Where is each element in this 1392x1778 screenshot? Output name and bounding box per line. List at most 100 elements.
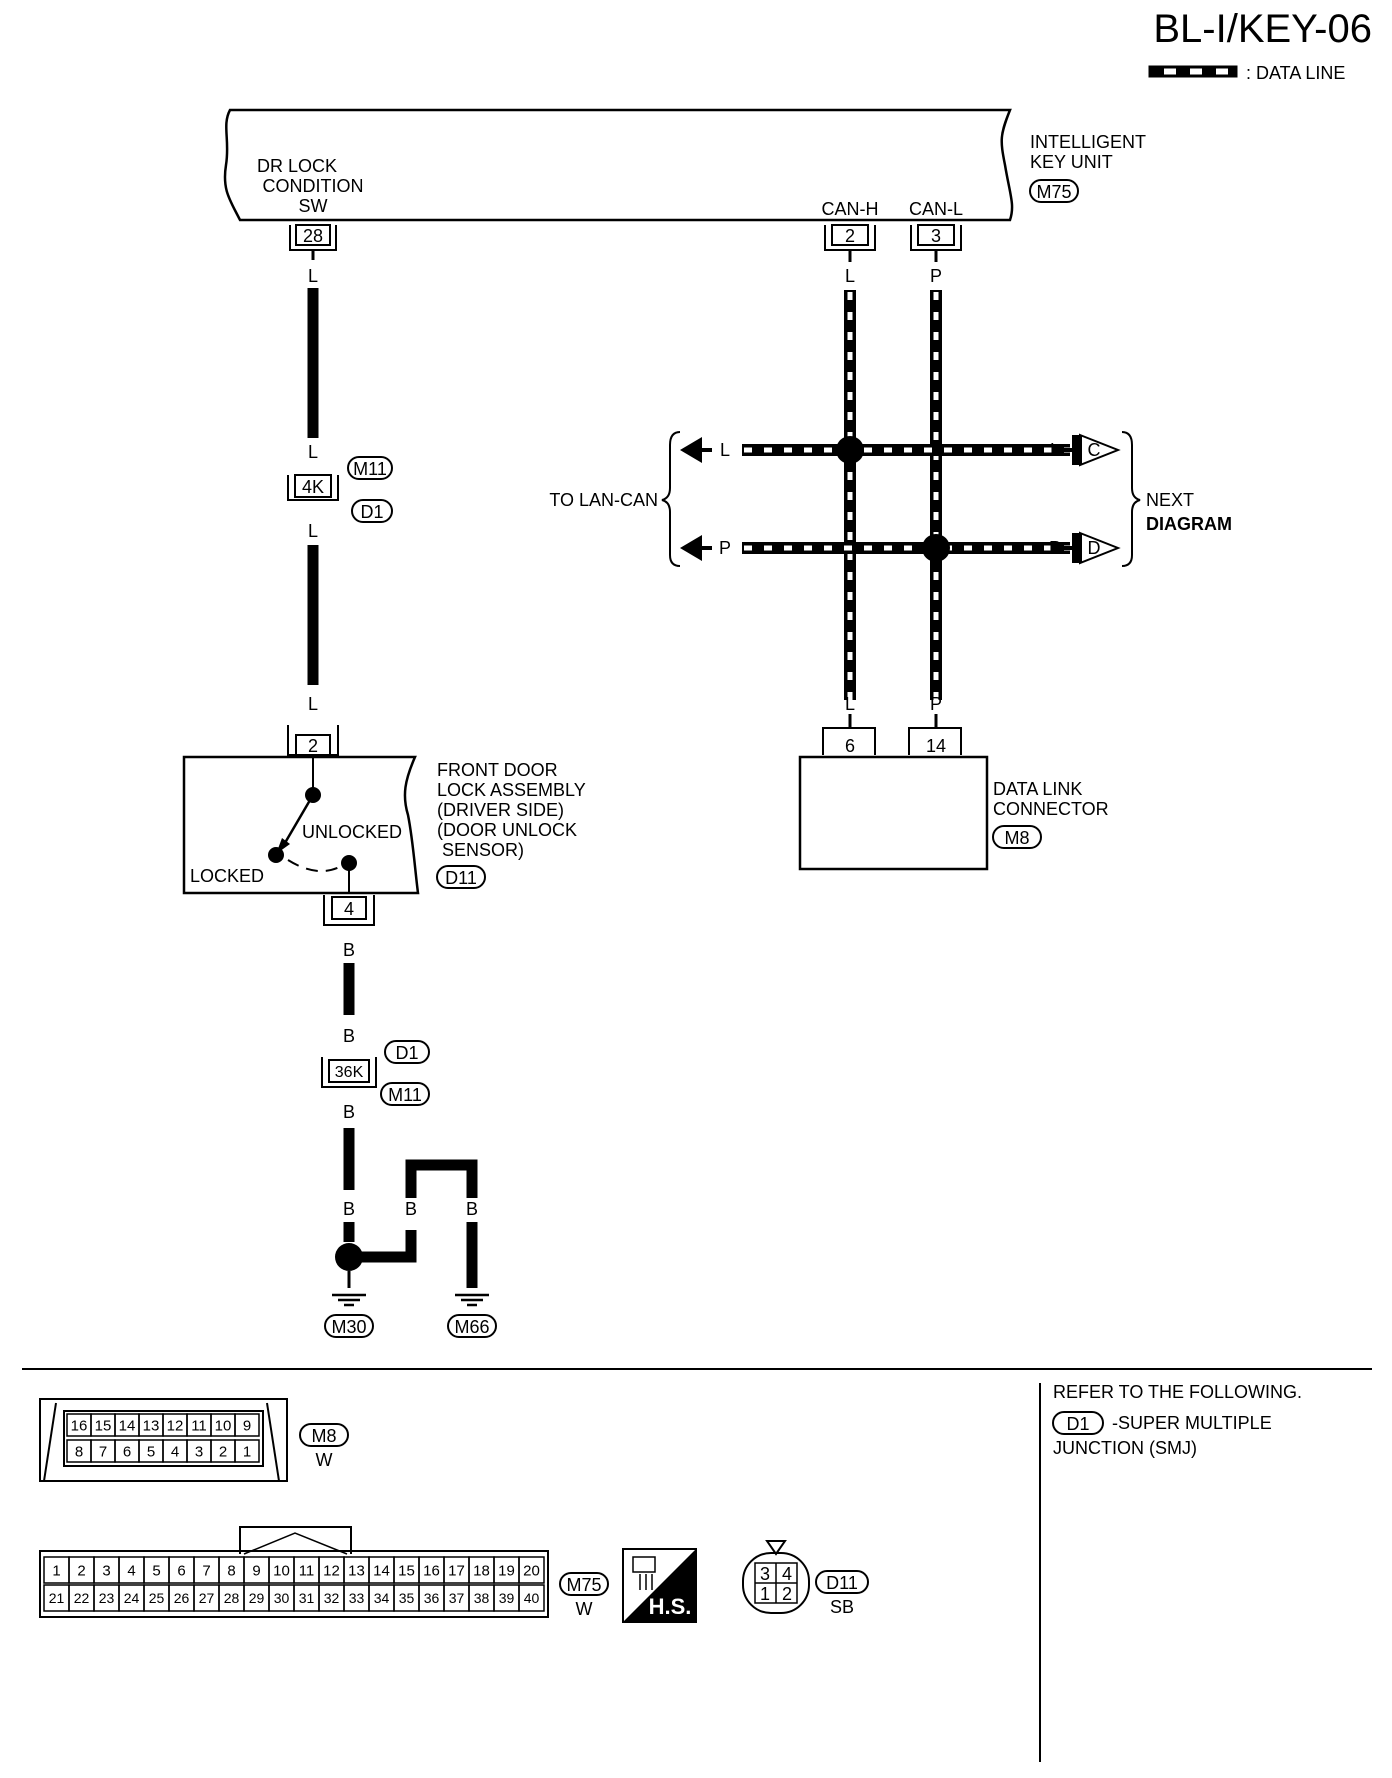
wire-color-l: L [845,694,855,714]
svg-text:3: 3 [931,226,941,246]
d11-view-tag [815,1570,869,1594]
door-lock-label-5: SENSOR) [442,840,524,860]
pin-number: 3 [195,1443,203,1460]
d11-tag [436,865,486,889]
pin-number: 20 [523,1562,540,1579]
junction-36k: 36K [321,1057,377,1088]
svg-text:L: L [1050,440,1060,460]
pin-number: 17 [448,1562,465,1579]
ground-symbol-m30 [330,1293,368,1307]
junction-4k: 4K [287,474,339,501]
wire-color-l: L [308,266,318,286]
svg-text:M8: M8 [311,1426,336,1446]
pin-number: 6 [123,1443,131,1460]
wire-color-b: B [343,940,355,960]
diagram-label: DIAGRAM [1146,514,1232,534]
m8-tag [992,825,1042,849]
unlocked-label: UNLOCKED [302,822,402,842]
svg-text:P: P [719,538,731,558]
svg-text:D1: D1 [1066,1414,1089,1434]
pin-number: 35 [399,1590,415,1606]
dr-lock-label-3: SW [299,196,328,216]
wire-color-l: L [308,694,318,714]
m75-view-tag [559,1572,609,1596]
pin-number: 15 [398,1562,415,1579]
pin-number: 25 [149,1590,165,1606]
svg-text:M75: M75 [566,1575,601,1595]
svg-text:4: 4 [344,899,354,919]
pin-number: 33 [349,1590,365,1606]
pin-4-door-lock-connector: 4 [323,895,375,926]
pin-number: 27 [199,1590,215,1606]
svg-text:M66: M66 [454,1317,489,1337]
wire-color-b: B [405,1199,417,1219]
pin-3-can-l-connector: 3 [910,224,962,251]
pin-number: 8 [75,1443,83,1460]
pin-number: 31 [299,1590,315,1606]
svg-text:D1: D1 [395,1043,418,1063]
can-h-label: CAN-H [822,199,879,219]
m8-view-tag [299,1423,349,1447]
pin-number: 2 [77,1562,85,1579]
pin-number: 24 [124,1590,140,1606]
svg-text:6: 6 [845,736,855,756]
refer-label: REFER TO THE FOLLOWING. [1053,1382,1302,1402]
pin-number: 7 [202,1562,210,1579]
m11-tag [380,1082,430,1106]
svg-text:28: 28 [303,226,323,246]
pin-number: 7 [99,1443,107,1460]
dr-lock-label-2: CONDITION [263,176,364,196]
pin-number: 16 [423,1562,440,1579]
refer-label-2: -SUPER MULTIPLE [1112,1413,1272,1433]
dlc-pin-6-connector: 6 [822,727,876,756]
svg-text:P: P [1049,538,1061,558]
pin-number: 8 [227,1562,235,1579]
pin-number: 4 [127,1562,135,1579]
d11-connector-face: 3 4 1 2 [742,1540,810,1614]
wire-color-l: L [845,266,855,286]
door-lock-label-4: (DOOR UNLOCK [437,820,577,840]
m11-tag [347,456,393,480]
intelligent-key-unit-box [223,108,1014,222]
to-lan-can-label: TO LAN-CAN [549,490,658,510]
pin-number: 5 [152,1562,160,1579]
pin-number: 13 [348,1562,365,1579]
right-brace [1121,431,1141,567]
pin-cell [518,1556,545,1584]
d1-tag [351,499,393,523]
pin-number: 2 [219,1443,227,1460]
pin-number: 38 [474,1590,490,1606]
pin-number: 26 [174,1590,190,1606]
svg-text:M30: M30 [331,1317,366,1337]
pin-number: 12 [167,1417,184,1434]
pin-number: 30 [274,1590,290,1606]
data-line-legend: : DATA LINE [1148,63,1345,83]
pin-number: 10 [215,1417,232,1434]
pin-number: 14 [119,1417,136,1434]
pin-number: 19 [498,1562,515,1579]
svg-text:2: 2 [782,1584,792,1604]
m8-color: W [316,1450,333,1470]
d1-tag [384,1040,430,1064]
pin-number: 11 [299,1562,315,1579]
next-label: NEXT [1146,490,1194,510]
m66-tag [447,1314,497,1338]
d11-color: SB [830,1597,854,1617]
pin-number: 18 [473,1562,490,1579]
wire-color-b: B [343,1026,355,1046]
pin-number: 23 [99,1590,115,1606]
pin-number: 3 [102,1562,110,1579]
wire-color-p: P [930,266,942,286]
m30-tag [324,1314,374,1338]
splice-can-h [836,436,864,464]
pin-number: 13 [143,1417,160,1434]
pin-number: 40 [524,1590,540,1606]
pin-number: 29 [249,1590,265,1606]
pin-number: 37 [449,1590,465,1606]
svg-text:D: D [1088,538,1101,558]
svg-text:H.S.: H.S. [649,1594,692,1619]
svg-text:14: 14 [926,736,946,756]
pin-number: 12 [323,1562,340,1579]
wire-color-b: B [466,1199,478,1219]
